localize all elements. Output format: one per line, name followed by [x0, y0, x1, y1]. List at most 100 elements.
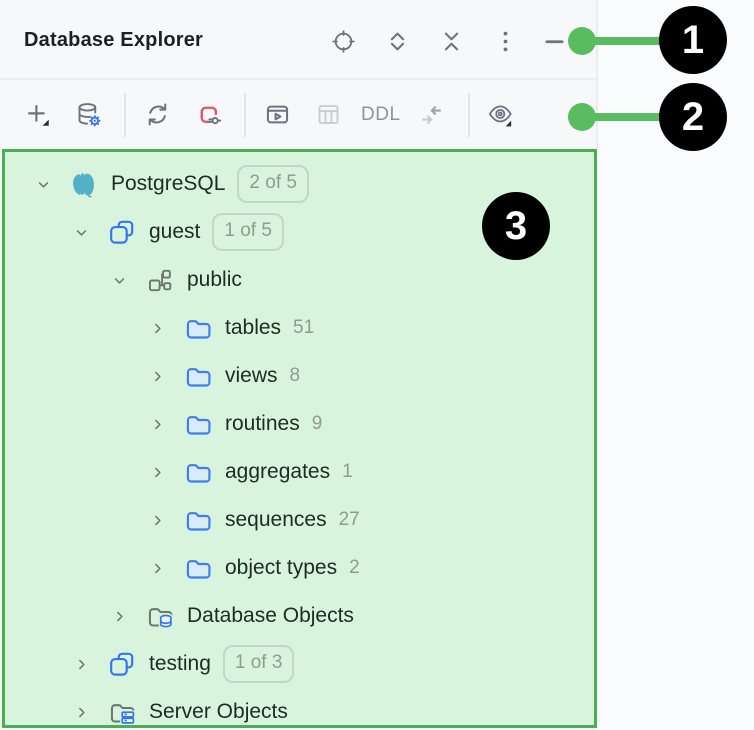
callout-2-connector-dot — [568, 103, 596, 131]
tree-item-label: Server Objects — [149, 700, 288, 723]
preview-button[interactable] — [483, 97, 519, 133]
postgresql-icon — [69, 170, 97, 198]
folder-icon — [183, 458, 211, 486]
filter-badge: 2 of 5 — [237, 164, 309, 204]
hide-panel-button[interactable] — [537, 24, 572, 59]
hide-icon — [541, 28, 568, 55]
chevron-down-icon[interactable] — [71, 222, 91, 242]
callout-2-marker: 2 — [659, 83, 727, 151]
chevron-down-icon[interactable] — [33, 174, 53, 194]
filter-badge: 1 of 3 — [222, 644, 295, 684]
locate-opened-element-button[interactable] — [326, 24, 361, 59]
tree-item-database-objects[interactable]: Database Objects — [5, 592, 594, 640]
add-dropdown-icon — [24, 101, 51, 128]
item-count: 27 — [338, 509, 360, 530]
folder-icon — [183, 362, 211, 390]
tree-item-label: Database Objects — [187, 604, 354, 627]
chevron-right-icon[interactable] — [71, 702, 91, 722]
chevron-right-icon[interactable] — [147, 558, 167, 578]
database-icon — [107, 650, 135, 678]
tree-item-views[interactable]: views 8 — [5, 352, 594, 400]
more-icon — [492, 28, 519, 55]
callout-number: 2 — [681, 94, 705, 139]
callout-3-marker: 3 — [482, 192, 550, 260]
refresh-icon — [144, 101, 171, 128]
expand-all-button[interactable] — [380, 24, 415, 59]
panel-header: Database Explorer — [0, 0, 597, 80]
eye-dropdown-icon — [487, 101, 514, 128]
toolbar-separator — [124, 92, 126, 137]
tree-item-label: PostgreSQL — [111, 172, 226, 195]
console-run-icon — [264, 101, 291, 128]
folder-icon — [183, 410, 211, 438]
panel-title: Database Explorer — [24, 29, 204, 51]
tree-item-guest[interactable]: guest 1 of 5 — [5, 208, 594, 256]
tree-item-routines[interactable]: routines 9 — [5, 400, 594, 448]
disconnect-button[interactable] — [190, 97, 226, 133]
collapse-all-button[interactable] — [434, 24, 469, 59]
chevron-right-icon[interactable] — [71, 654, 91, 674]
toolbar-separator — [467, 92, 470, 137]
folder-icon — [183, 554, 211, 582]
database-settings-icon — [75, 101, 102, 128]
item-count: 8 — [289, 365, 301, 386]
compare-button[interactable] — [414, 97, 450, 133]
toolbar: DDL — [0, 80, 597, 149]
schema-icon — [145, 266, 173, 294]
chevron-right-icon[interactable] — [109, 606, 129, 626]
table-grid-icon — [315, 101, 342, 128]
new-item-button[interactable] — [19, 97, 55, 133]
expand-all-icon — [384, 28, 411, 55]
folder-icon — [183, 314, 211, 342]
tree-item-label: aggregates — [225, 460, 331, 483]
callout-2-connector-line — [580, 113, 664, 121]
tree-item-public[interactable]: public — [5, 256, 594, 304]
tree-item-label: testing — [149, 652, 211, 675]
chevron-right-icon[interactable] — [147, 414, 167, 434]
filter-badge: 1 of 5 — [212, 212, 284, 252]
tree-item-testing[interactable]: testing 1 of 3 — [5, 640, 594, 688]
folder-server-icon — [107, 698, 135, 725]
toolbar-separator — [244, 92, 246, 137]
chevron-right-icon[interactable] — [147, 510, 167, 530]
callout-1-connector-dot — [568, 27, 596, 55]
chevron-right-icon[interactable] — [147, 318, 167, 338]
tree-item-label: guest — [149, 220, 201, 243]
callout-1-connector-line — [580, 37, 664, 45]
tree-item-server-objects[interactable]: Server Objects — [5, 688, 594, 725]
item-count: 2 — [349, 557, 360, 578]
tree-item-object-types[interactable]: object types 2 — [5, 544, 594, 592]
callout-1-marker: 1 — [659, 6, 727, 74]
folder-icon — [183, 506, 211, 534]
tree-item-postgresql[interactable]: PostgreSQL 2 of 5 — [5, 160, 594, 208]
chevron-right-icon[interactable] — [147, 462, 167, 482]
data-source-properties-button[interactable] — [70, 97, 106, 133]
tree-item-label: tables — [225, 316, 282, 339]
collapse-all-icon — [438, 28, 465, 55]
panel-divider — [596, 0, 598, 149]
tree-item-label: views — [225, 364, 278, 387]
tree-item-label: routines — [225, 412, 300, 435]
item-count: 9 — [311, 413, 323, 434]
jump-to-query-console-button[interactable] — [259, 97, 295, 133]
more-options-button[interactable] — [488, 24, 523, 59]
callout-number: 1 — [681, 17, 705, 62]
open-table-button[interactable] — [310, 97, 346, 133]
chevron-down-icon[interactable] — [109, 270, 129, 290]
locate-icon — [330, 28, 357, 55]
tree-item-label: object types — [225, 556, 338, 579]
database-icon — [107, 218, 135, 246]
folder-database-icon — [145, 602, 173, 630]
item-count: 51 — [293, 317, 315, 338]
refresh-button[interactable] — [139, 97, 175, 133]
disconnect-icon — [195, 101, 222, 128]
tree-item-tables[interactable]: tables 51 — [5, 304, 594, 352]
chevron-right-icon[interactable] — [147, 366, 167, 386]
item-count: 1 — [342, 461, 353, 482]
tree-item-label: public — [187, 268, 242, 291]
compare-arrows-icon — [418, 101, 445, 128]
tree-item-aggregates[interactable]: aggregates 1 — [5, 448, 594, 496]
generate-ddl-button[interactable]: DDL — [361, 103, 401, 125]
